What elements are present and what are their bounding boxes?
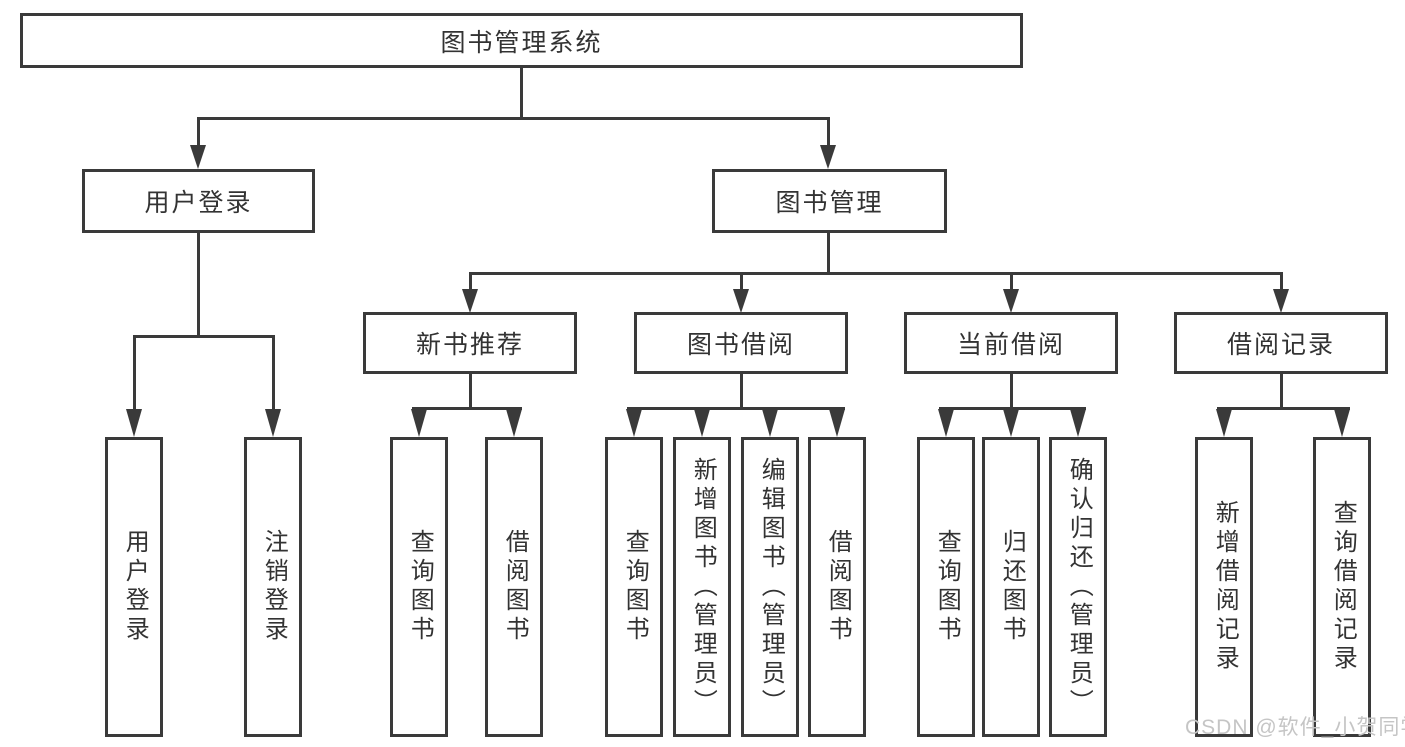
leaf-add-book-admin: 新增图书（管理员） (673, 437, 731, 737)
connector-line (469, 272, 472, 294)
leaf-label: 查询图书 (406, 529, 434, 645)
connector-line (740, 374, 743, 410)
leaf-label: 新增借阅记录 (1211, 500, 1239, 674)
leaf-confirm-return-admin: 确认归还（管理员） (1049, 437, 1107, 737)
leaf-label: 查询借阅记录 (1329, 500, 1357, 674)
connector-line (197, 233, 200, 338)
node-book-borrowing: 图书借阅 (634, 312, 848, 374)
connector-line (1010, 374, 1013, 410)
arrowhead-down-icon (411, 409, 427, 437)
arrowhead-down-icon (829, 409, 845, 437)
connector-line (740, 272, 743, 294)
connector-line (1217, 407, 1350, 410)
node-borrowing-records: 借阅记录 (1174, 312, 1388, 374)
arrowhead-down-icon (938, 409, 954, 437)
leaf-add-borrow-record: 新增借阅记录 (1195, 437, 1253, 737)
leaf-query-borrow-record: 查询借阅记录 (1313, 437, 1371, 737)
connector-line (469, 374, 472, 410)
leaf-label: 借阅图书 (501, 529, 529, 645)
node-library-management-system: 图书管理系统 (20, 13, 1023, 68)
connector-line (197, 117, 200, 149)
watermark: CSDN @软件_小贺同学 (1185, 716, 1405, 739)
arrowhead-down-icon (820, 145, 836, 169)
leaf-borrow-books-1: 借阅图书 (485, 437, 543, 737)
connector-line (520, 68, 523, 120)
leaf-label: 新增图书（管理员） (689, 456, 717, 718)
arrowhead-down-icon (1003, 289, 1019, 313)
arrowhead-down-icon (1070, 409, 1086, 437)
arrowhead-down-icon (1334, 409, 1350, 437)
connector-line (133, 335, 136, 413)
leaf-label: 归还图书 (998, 529, 1026, 645)
leaf-label: 编辑图书（管理员） (757, 456, 785, 718)
node-new-book-recommendation: 新书推荐 (363, 312, 577, 374)
arrowhead-down-icon (762, 409, 778, 437)
leaf-label: 注销登录 (260, 529, 288, 645)
leaf-label: 查询图书 (621, 529, 649, 645)
leaf-return-book: 归还图书 (982, 437, 1040, 737)
connector-line (827, 117, 830, 149)
arrowhead-down-icon (1003, 409, 1019, 437)
arrowhead-down-icon (1216, 409, 1232, 437)
leaf-query-books-2: 查询图书 (605, 437, 663, 737)
leaf-query-books-1: 查询图书 (390, 437, 448, 737)
connector-line (939, 407, 1086, 410)
leaf-label: 确认归还（管理员） (1065, 456, 1093, 718)
node-current-borrowing: 当前借阅 (904, 312, 1118, 374)
arrowhead-down-icon (462, 289, 478, 313)
connector-line (1280, 272, 1283, 294)
arrowhead-down-icon (506, 409, 522, 437)
arrowhead-down-icon (126, 409, 142, 437)
node-book-management: 图书管理 (712, 169, 947, 233)
node-user-login: 用户登录 (82, 169, 315, 233)
connector-line (627, 407, 845, 410)
leaf-user-login: 用户登录 (105, 437, 163, 737)
leaf-logout: 注销登录 (244, 437, 302, 737)
arrowhead-down-icon (733, 289, 749, 313)
leaf-label: 借阅图书 (824, 529, 852, 645)
connector-line (197, 117, 830, 120)
leaf-borrow-books-2: 借阅图书 (808, 437, 866, 737)
leaf-label: 用户登录 (121, 529, 149, 645)
arrowhead-down-icon (190, 145, 206, 169)
connector-line (827, 233, 830, 275)
arrowhead-down-icon (694, 409, 710, 437)
connector-line (1280, 374, 1283, 410)
leaf-label: 查询图书 (933, 529, 961, 645)
arrowhead-down-icon (1273, 289, 1289, 313)
connector-line (1010, 272, 1013, 294)
arrowhead-down-icon (626, 409, 642, 437)
connector-line (133, 335, 275, 338)
arrowhead-down-icon (265, 409, 281, 437)
leaf-edit-book-admin: 编辑图书（管理员） (741, 437, 799, 737)
connector-line (469, 272, 1283, 275)
connector-line (412, 407, 522, 410)
leaf-query-books-3: 查询图书 (917, 437, 975, 737)
connector-line (272, 335, 275, 413)
